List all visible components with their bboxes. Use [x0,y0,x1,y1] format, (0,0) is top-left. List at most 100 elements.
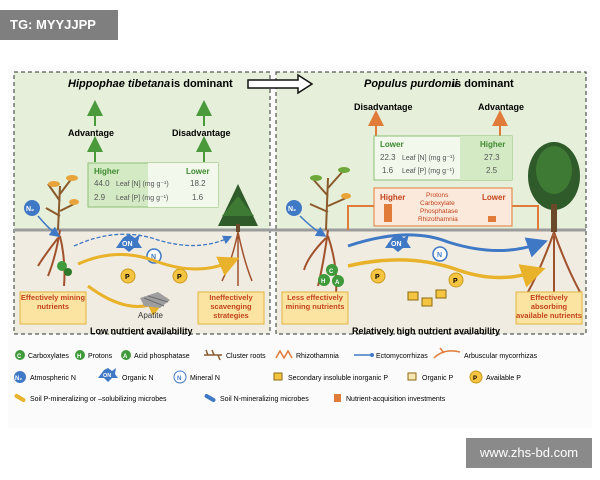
invest-item-phosphatase: Phosphatase [420,208,458,215]
apatite-rocks-icon [140,292,170,308]
legend-organic-n-icon [98,368,118,382]
right-atmospheric-n-icon [286,200,302,216]
watermark: www.zhs-bd.com [466,438,592,468]
legend-secondary-p-icon [273,372,283,381]
legend-carboxylates: Carboxylates [28,353,69,360]
right-n-flow-arrow [347,233,548,258]
right-p-symbol-1: P [375,274,380,281]
legend-protons: Protons [88,353,113,360]
right-invest-right-connector [512,205,539,230]
figure: Hippophae tibetana is dominant Advantage… [8,66,592,428]
right-p-label: Leaf [P] (mg g⁻¹) [402,168,454,175]
legend-mineral-n-icon [173,370,187,384]
right-title-suffix: is dominant [452,78,514,90]
left-strategy-scavenging-box [197,291,265,325]
left-higher: Higher [94,167,119,176]
legend-organic-p: Organic P [422,375,453,382]
left-n-flow-arrow [73,233,233,247]
legend-secondary-p: Secondary insoluble inorganic P [288,375,388,382]
right-available-p-icon-2 [448,272,464,288]
right-p-symbol-2: P [453,278,458,285]
right-bottom-label: Relatively high nutrient availability [352,326,500,336]
right-lower: Lower [380,140,404,149]
left-p-flow-arrow [77,253,240,276]
right-n-fixation-arrow [299,215,327,237]
hippophae-shrub-icon [45,175,79,231]
left-p-symbol-1: P [125,274,130,281]
right-proton-icon [318,274,330,286]
legend-acid-phosphatase-icon [121,350,131,360]
hippophae-shrub-icon-right [309,167,351,231]
legend-protons-icon [75,350,85,360]
legend-n-microbes: Soil N-mineralizing microbes [220,396,309,403]
legend-n-microbes-icon [204,394,216,402]
right-carboxylate-icon [326,264,338,276]
left-n-symbol: N [151,254,156,261]
right-p-low: 1.6 [382,166,394,175]
left-n-high: 44.0 [94,179,110,188]
left-available-p-icon [120,268,136,284]
legend-investment: Nutrient-acquisition investments [346,396,446,403]
legend-n-symbol: N [177,376,181,382]
right-disadvantage-label: Disadvantage [354,102,413,112]
right-strategy-absorbing-box [515,291,583,325]
right-a-symbol: A [335,280,340,286]
legend-atmospheric-n-icon [14,371,26,383]
left-strategy-mining-box [19,291,87,325]
legend-available-p: Available P [486,375,521,382]
invest-item-carboxylate: Carboxylate [420,200,455,207]
right-strategy-absorbing-text: Effectively absorbing available nutrient… [516,293,582,320]
populus-tree-icon-left [218,184,258,232]
legend-cluster-roots: Cluster roots [226,353,266,360]
legend-n2-symbol: N₂ [15,376,22,382]
right-invest-lower: Lower [482,193,506,202]
right-n2-symbol: N₂ [288,206,296,213]
legend-rhizothamnia-icon [275,349,293,360]
header-badge: TG: MYYJJPP [0,10,118,40]
left-p-low: 1.6 [192,193,204,202]
left-p-high: 2.9 [94,193,106,202]
right-n-label: Leaf [N] (mg g⁻¹) [402,155,455,162]
legend-arbuscular: Arbuscular mycorrhizas [464,353,538,360]
legend-a-symbol: A [123,354,128,360]
legend-p-microbes: Soil P-mineralizing or –solubilizing mic… [30,396,167,403]
left-title-suffix: is dominant [171,78,233,90]
right-n-low: 22.3 [380,153,396,162]
transition-arrow [247,73,314,95]
left-proton-icon [57,261,67,271]
right-p-high: 2.5 [486,166,498,175]
right-invest-left-connector [347,205,374,230]
legend-ectomycorrhizas: Ectomycorrhizas [376,353,428,360]
left-bottom-label: Low nutrient availability [90,326,193,336]
populus-tree-icon-right [528,142,580,232]
left-organic-n-icon [116,234,142,252]
left-lower: Lower [186,167,210,176]
legend-available-p-icon [469,370,483,384]
legend-ectomycorrhizas-dot [370,353,374,357]
right-n-symbol: N [437,252,442,259]
right-on-symbol: ON [391,241,402,248]
legend-acid-phosphatase: Acid phosphatase [134,353,190,360]
right-strategy-mining-box [281,291,349,325]
diagram-canvas: Hippophae tibetana is dominant Advantage… [13,71,587,403]
right-phosphatase-icon [332,275,344,287]
legend-carboxylates-icon [15,350,25,360]
right-organic-n-icon [385,234,411,252]
left-n-low: 18.2 [190,179,206,188]
right-invest-higher: Higher [380,193,405,202]
left-n-fixation-arrow [37,215,61,238]
left-strategy-mining-text: Effectively mining nutrients [20,293,86,311]
right-strategy-mining-text: Less effectively mining nutrients [285,293,345,311]
legend-atmospheric-n: Atmospheric N [30,375,76,382]
legend-c-symbol: C [17,354,22,360]
left-strategy-scavenging-text: Ineffectively scavenging strategies [209,293,253,320]
legend-mineral-n: Mineral N [190,375,220,382]
right-available-p-icon [370,268,386,284]
left-leaf-table-lower-bg [148,163,218,207]
legend-organic-p-icon [407,372,417,381]
left-p-label: Leaf [P] (mg g⁻¹) [116,195,168,202]
left-on-symbol: ON [122,241,133,248]
right-leaf-table-higher-bg [460,136,512,180]
right-higher: Higher [480,140,505,149]
legend-investment-icon [334,394,341,402]
